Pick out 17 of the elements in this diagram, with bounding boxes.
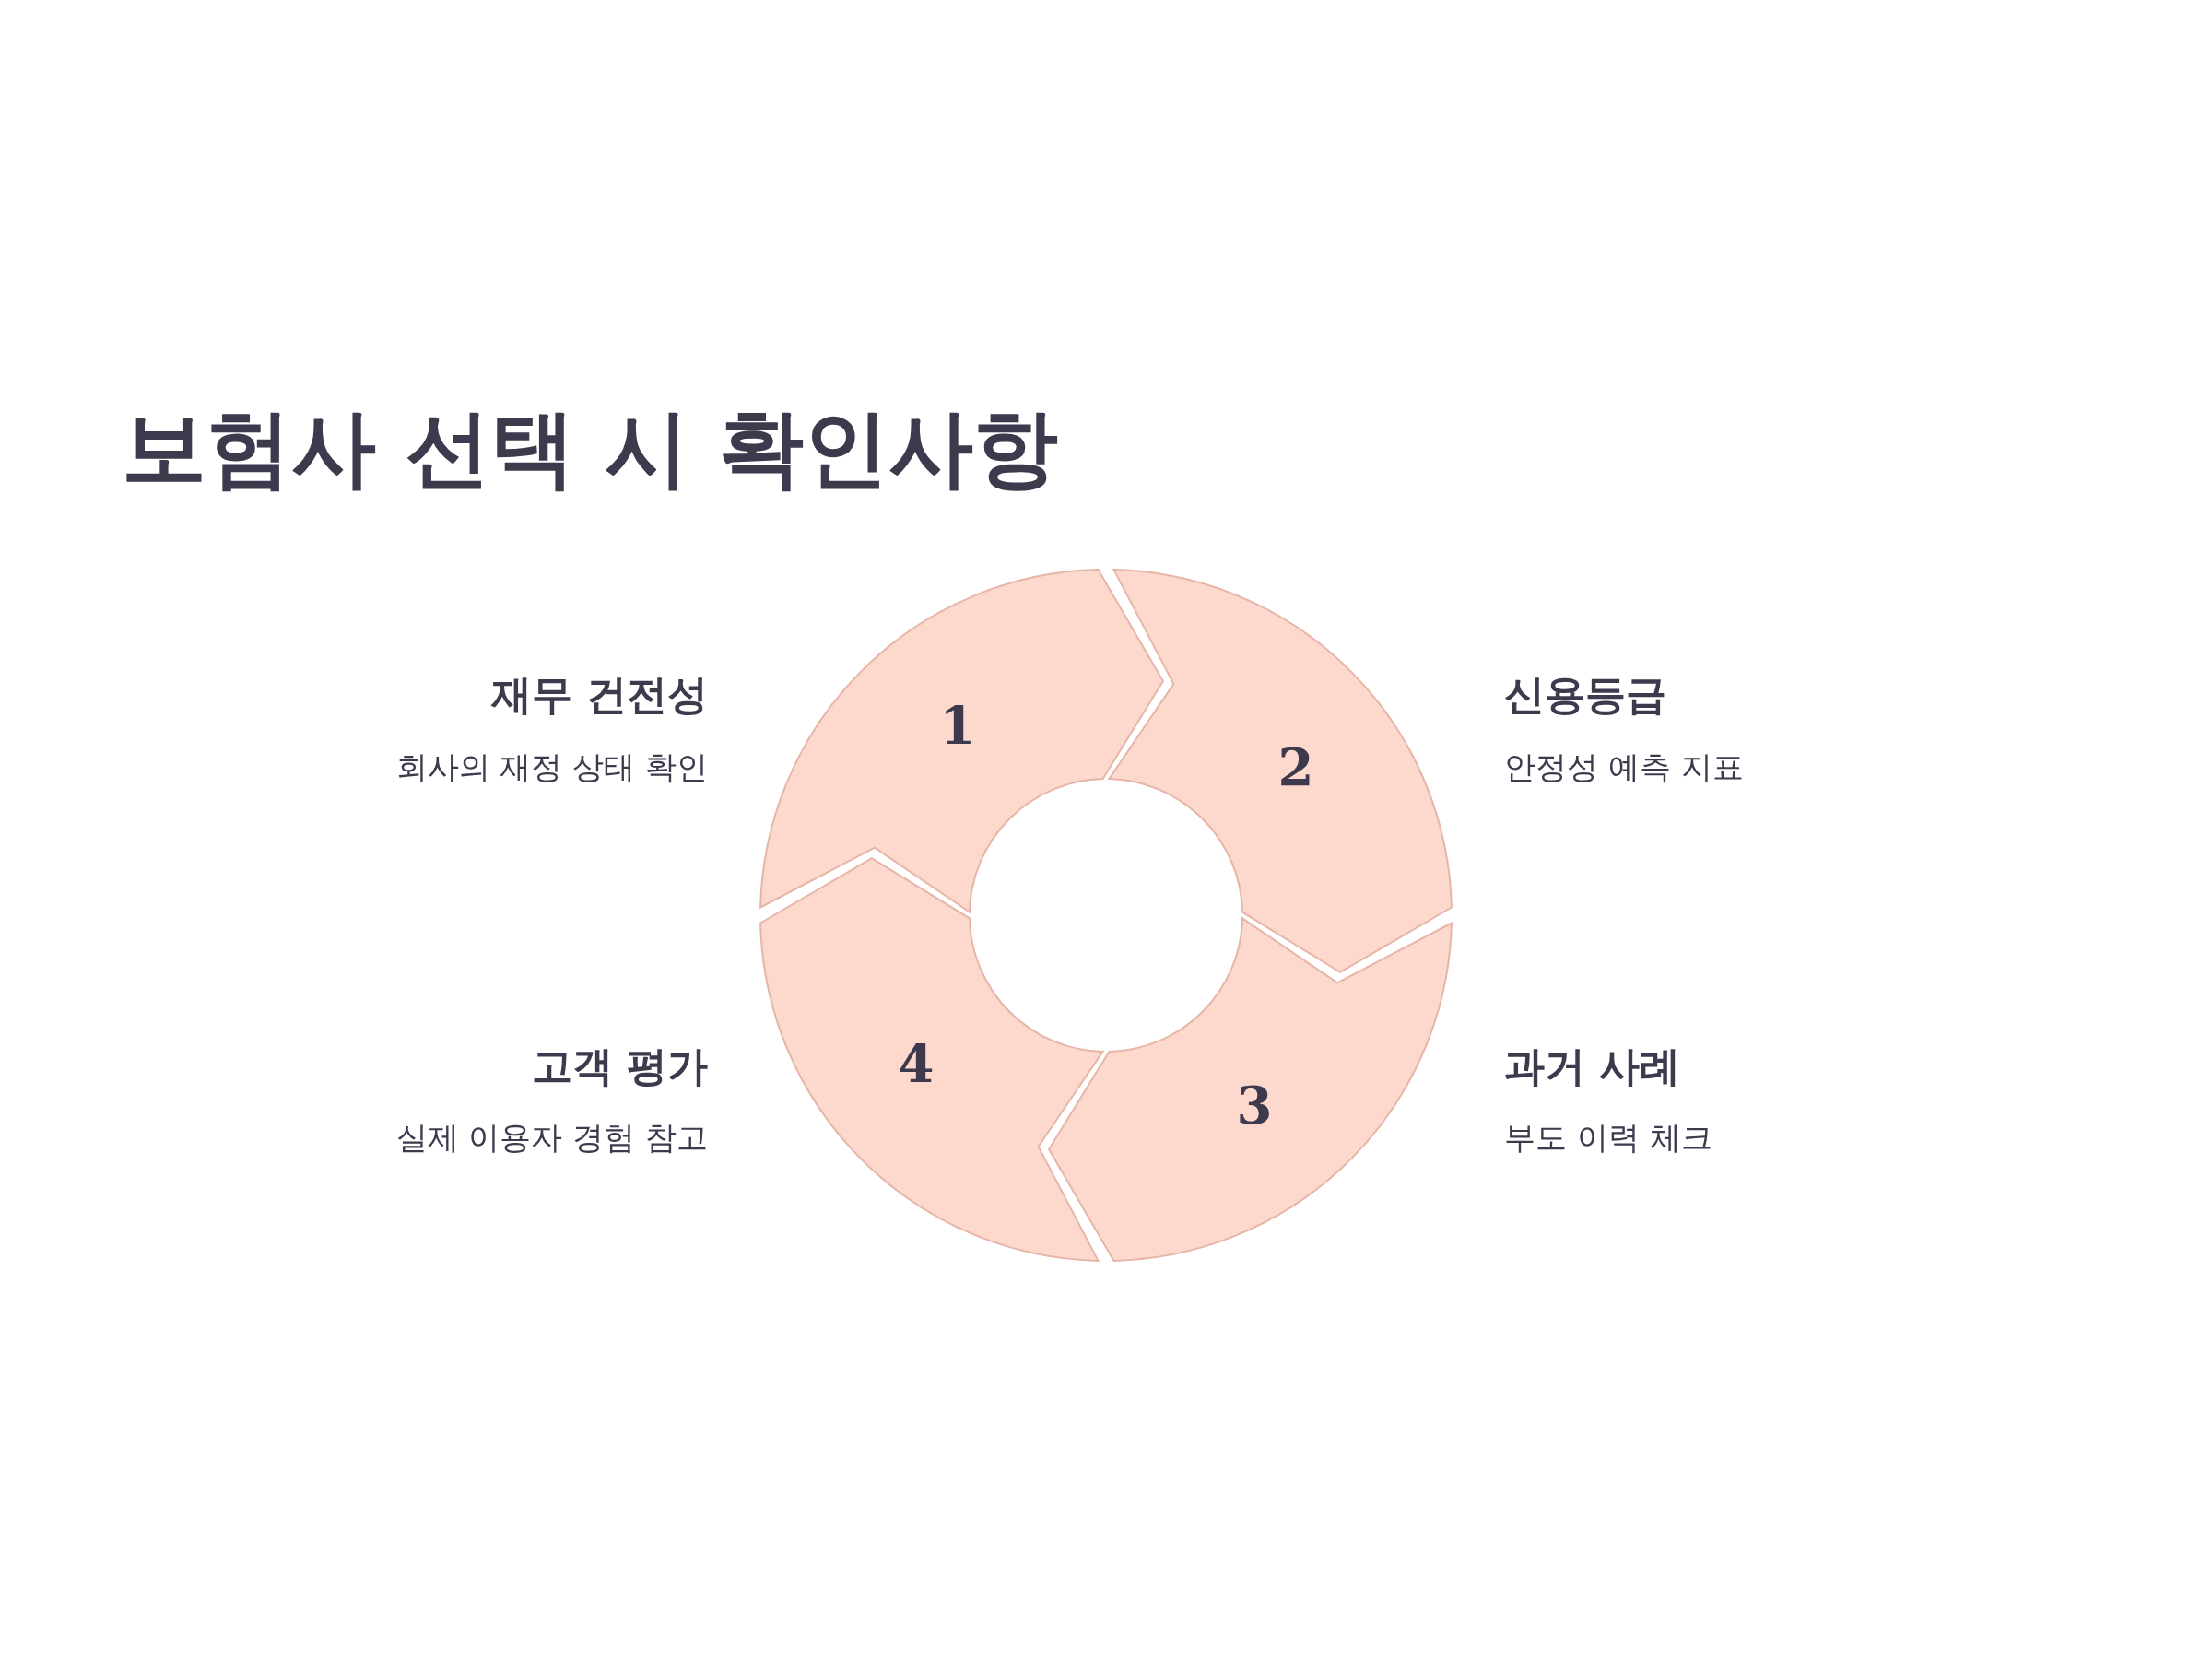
diagram-title: 보험사 선택 시 확인사항 (122, 398, 1059, 500)
arrow-segment (759, 857, 1104, 1262)
item-description: 회사의 재정 상태 확인 (395, 747, 708, 787)
arrow-segment (759, 569, 1164, 913)
step-number: 3 (1236, 1075, 1273, 1136)
item-description: 실제 이용자 경험 참고 (395, 1118, 708, 1158)
item-heading: 재무 건전성 (490, 670, 708, 720)
item-description: 안정성 예측 지표 (1504, 747, 1744, 787)
arrow-segment (1108, 569, 1453, 973)
item-heading: 신용등급 (1504, 670, 1666, 720)
item-heading: 과거 사례 (1504, 1041, 1681, 1091)
item-description: 부도 이력 체크 (1504, 1118, 1712, 1158)
step-number: 1 (939, 694, 976, 756)
item-heading: 고객 평가 (531, 1041, 708, 1091)
step-number: 2 (1277, 736, 1314, 797)
step-number: 4 (898, 1033, 935, 1094)
arrow-segment (1048, 917, 1453, 1262)
